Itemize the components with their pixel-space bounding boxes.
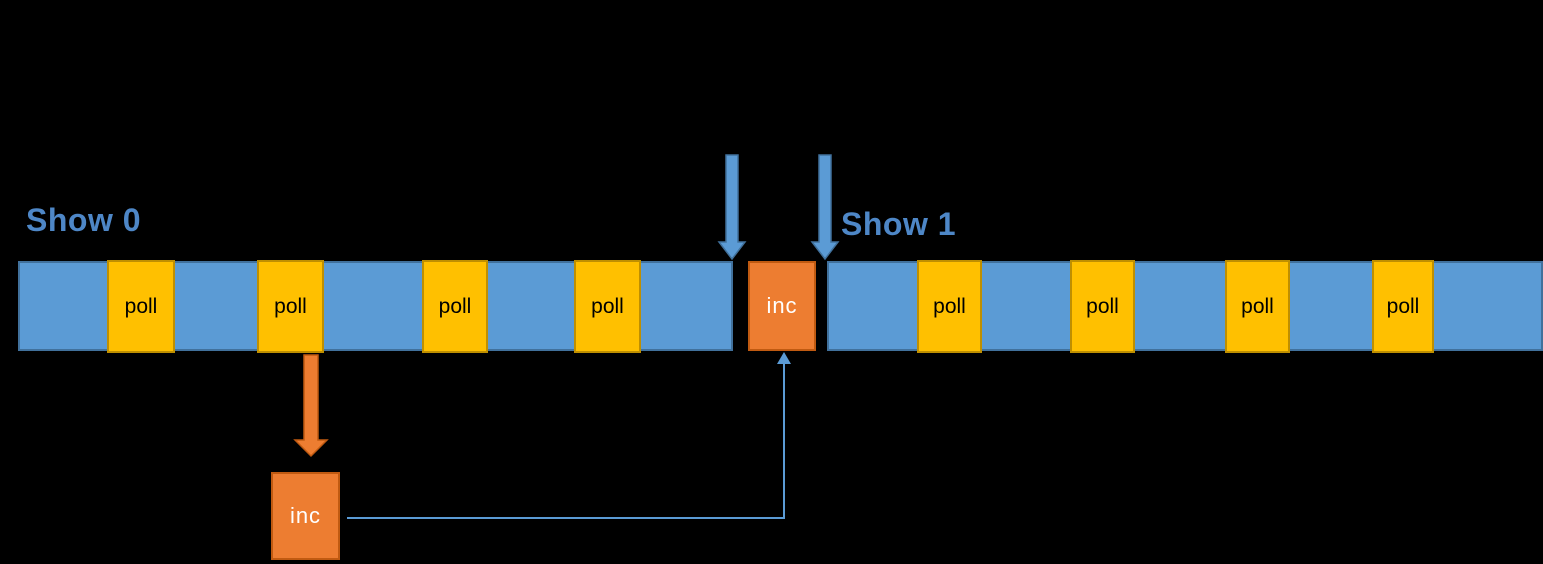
show-0-label: Show 0 — [26, 202, 142, 238]
poll-block: poll — [257, 260, 324, 353]
poll-to-inc-arrow-icon — [293, 354, 329, 458]
poll-block: poll — [1372, 260, 1434, 353]
poll-block: poll — [422, 260, 488, 353]
down-arrow-icon-right — [810, 154, 840, 261]
timeline-segment-2: poll poll poll poll — [827, 260, 1543, 353]
show-1-label: Show 1 — [841, 206, 957, 242]
poll-block: poll — [574, 260, 641, 353]
inc-connector-arrowhead-icon — [777, 352, 791, 364]
timeline-segment-1: poll poll poll poll — [18, 260, 733, 353]
inc-block-deferred: inc — [271, 472, 340, 560]
poll-block: poll — [107, 260, 175, 353]
poll-block: poll — [1225, 260, 1290, 353]
down-arrow-icon-left — [717, 154, 747, 261]
inc-block-timeline: inc — [748, 261, 816, 351]
inc-connector-line — [347, 362, 785, 519]
poll-block: poll — [1070, 260, 1135, 353]
poll-block: poll — [917, 260, 982, 353]
